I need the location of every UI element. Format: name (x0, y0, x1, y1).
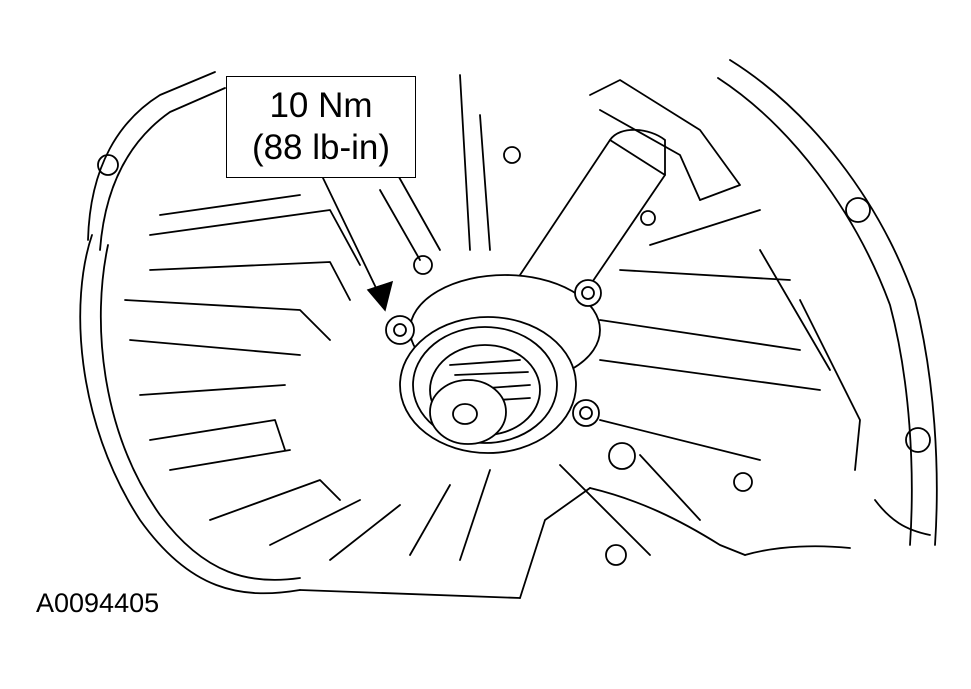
callout-leader-arrow (322, 177, 394, 312)
torque-spec-callout: 10 Nm (88 lb-in) (226, 76, 416, 178)
figure-id-label: A0094405 (36, 588, 160, 618)
mounting-bolts (385, 279, 636, 470)
torque-value-nm: 10 Nm (269, 86, 373, 125)
torque-value-lbin: (88 lb-in) (251, 128, 391, 167)
release-bearing-assembly (399, 274, 601, 454)
flange-bolt-holes (97, 146, 931, 566)
hydraulic-line (519, 79, 741, 301)
housing-ribs (124, 74, 861, 561)
housing-outline (79, 59, 938, 599)
